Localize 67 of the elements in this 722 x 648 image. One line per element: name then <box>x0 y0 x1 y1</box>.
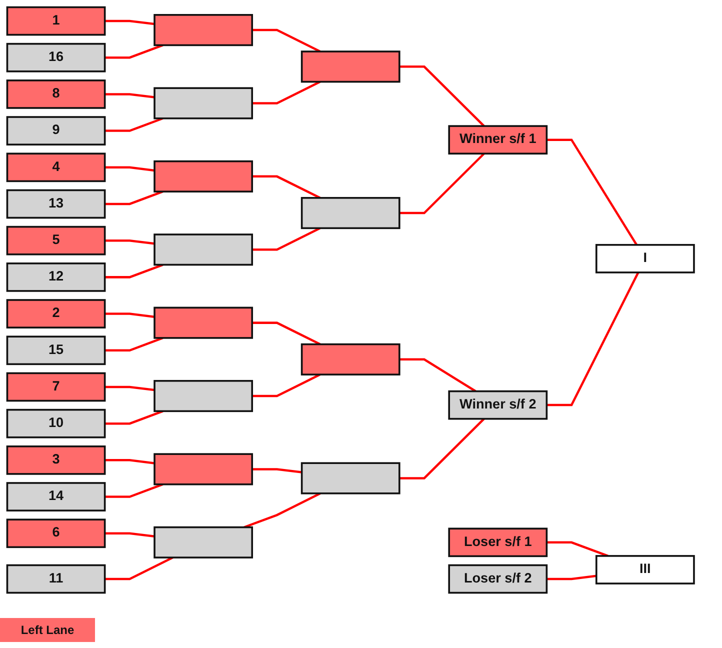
node-box: III <box>595 555 695 584</box>
node-box <box>300 462 400 494</box>
node-box <box>154 87 254 120</box>
connector <box>399 152 485 214</box>
node-box: 3 <box>6 445 106 475</box>
connector <box>104 386 155 392</box>
connector <box>546 574 597 580</box>
connector <box>244 492 321 528</box>
node-box: 4 <box>6 152 106 182</box>
connector <box>104 166 155 172</box>
connector <box>104 117 164 132</box>
connector <box>104 556 174 580</box>
node-box: 2 <box>6 299 106 328</box>
connector <box>252 80 321 104</box>
connector <box>399 358 476 392</box>
node-box <box>154 234 254 266</box>
node-box: 8 <box>6 80 106 109</box>
node-box: 13 <box>6 189 106 219</box>
node-box: Loser s/f 2 <box>448 564 548 594</box>
node-box <box>300 196 400 230</box>
connector <box>104 264 164 278</box>
node-box: 12 <box>6 262 106 292</box>
connector <box>252 28 321 53</box>
connector <box>104 312 155 318</box>
node-box: 1 <box>6 6 106 36</box>
connector <box>104 483 164 498</box>
connector <box>252 227 321 251</box>
node-box <box>300 50 400 83</box>
node-box: 11 <box>6 564 106 594</box>
connector <box>399 66 485 127</box>
node-box: 14 <box>6 482 106 512</box>
node-box: 7 <box>6 372 106 402</box>
node-box: Loser s/f 1 <box>448 528 548 558</box>
connector <box>104 190 164 206</box>
connector <box>546 138 638 246</box>
node-box: 5 <box>6 226 106 256</box>
connector <box>104 532 155 538</box>
node-box <box>154 160 254 192</box>
node-box <box>300 343 400 376</box>
node-box: I <box>595 244 695 274</box>
node-box: 10 <box>6 408 106 438</box>
connector <box>104 459 155 464</box>
connector <box>104 44 164 59</box>
node-box: 9 <box>6 116 106 146</box>
connector <box>252 374 321 398</box>
connector <box>252 468 302 474</box>
connector <box>252 322 321 346</box>
node-box: 6 <box>6 518 106 548</box>
connector <box>104 410 164 425</box>
legend-label: Left Lane <box>20 622 76 639</box>
node-box <box>154 453 254 486</box>
node-box <box>154 14 254 46</box>
node-box <box>154 526 254 558</box>
connector <box>546 272 640 406</box>
connector <box>546 541 608 557</box>
connector <box>252 175 321 199</box>
node-box: 15 <box>6 336 106 366</box>
connector <box>104 336 164 352</box>
connector <box>104 20 155 26</box>
connector <box>104 239 155 245</box>
node-box: 16 <box>6 42 106 72</box>
node-box <box>154 380 254 412</box>
connector <box>399 418 485 480</box>
node-box: Winner s/f 1 <box>448 125 548 155</box>
connector <box>104 93 155 98</box>
node-box: Winner s/f 2 <box>448 390 548 420</box>
node-box <box>154 306 254 339</box>
